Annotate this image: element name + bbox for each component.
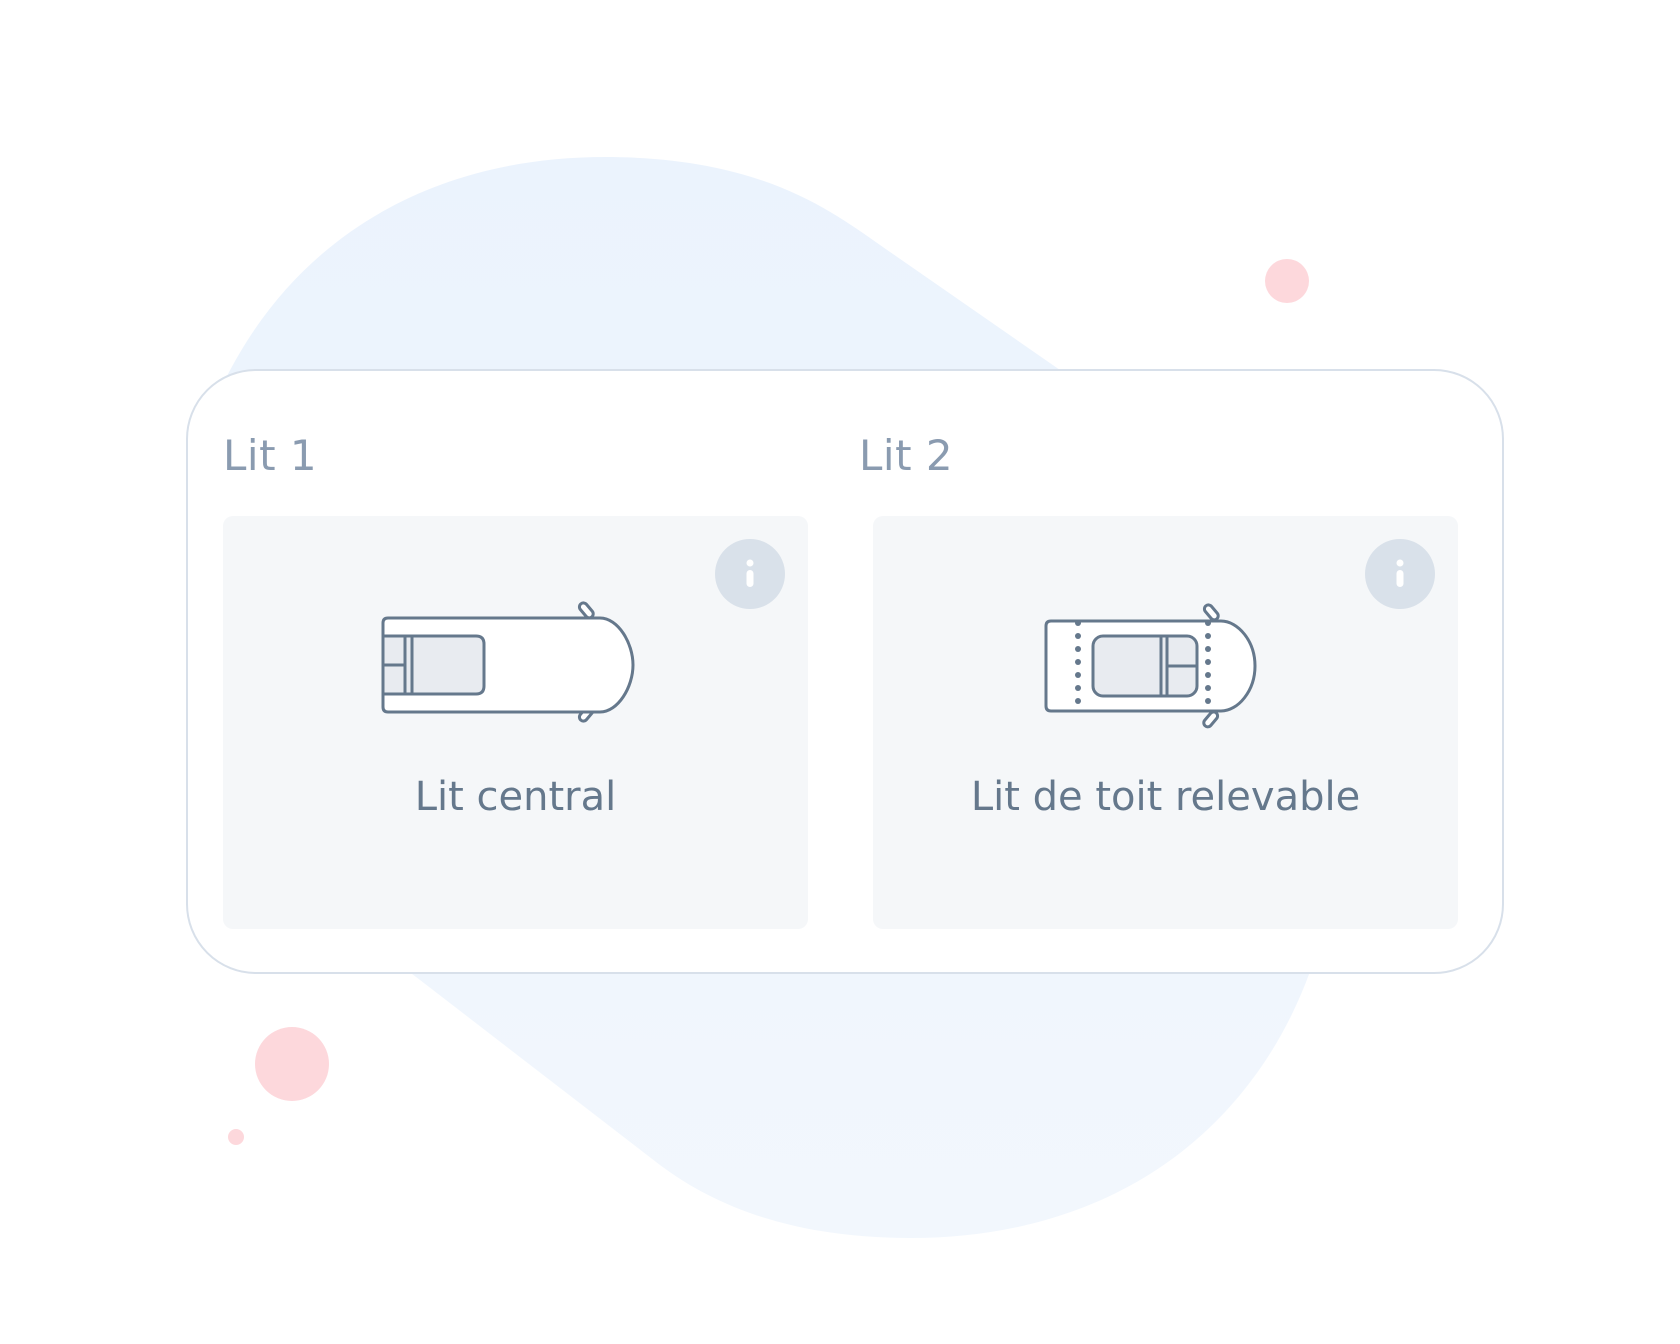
info-button[interactable] bbox=[1365, 539, 1435, 609]
info-button[interactable] bbox=[715, 539, 785, 609]
bed-option-label: Lit central bbox=[414, 774, 617, 820]
bed-configuration-card: Lit 1 bbox=[186, 369, 1504, 974]
decorative-dot-small bbox=[228, 1129, 244, 1145]
bed-option-pop-top[interactable]: Lit de toit relevable bbox=[873, 516, 1458, 929]
info-icon bbox=[1396, 559, 1404, 587]
bed-1-title: Lit 1 bbox=[223, 431, 318, 480]
van-pop-top-roof-bed-icon bbox=[1044, 603, 1257, 729]
decorative-dot-large bbox=[255, 1027, 329, 1101]
bed-option-central[interactable]: Lit central bbox=[223, 516, 808, 929]
bed-2-title: Lit 2 bbox=[859, 431, 954, 480]
info-icon bbox=[746, 559, 754, 587]
van-central-bed-icon bbox=[381, 601, 635, 723]
bed-option-label: Lit de toit relevable bbox=[970, 774, 1361, 820]
decorative-dot-top-right bbox=[1265, 259, 1309, 303]
